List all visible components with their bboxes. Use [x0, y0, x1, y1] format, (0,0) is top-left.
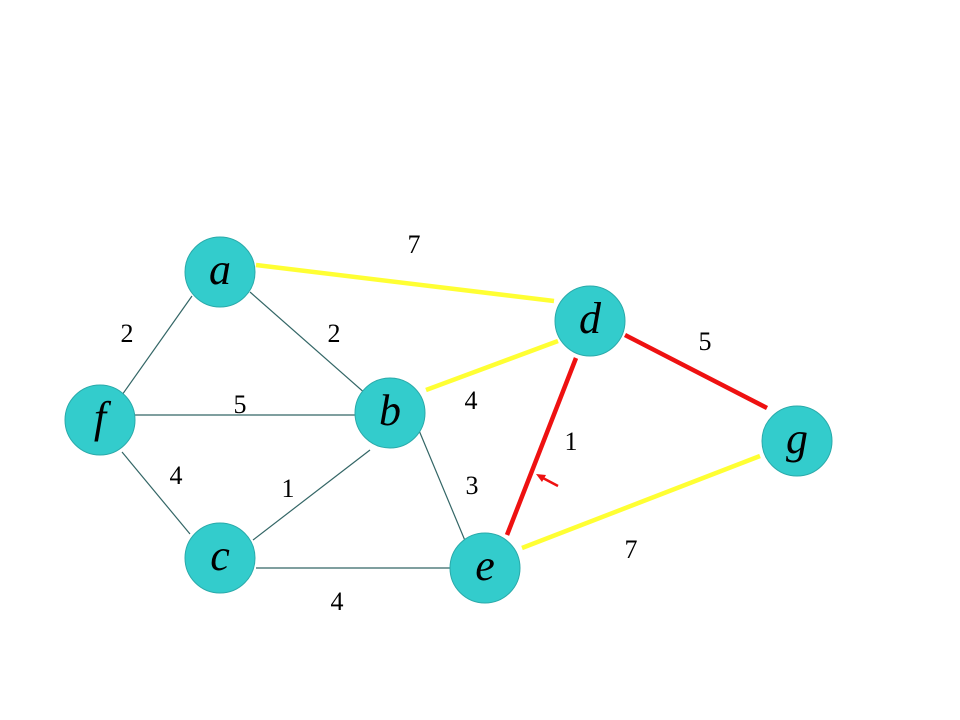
edge-a-f — [121, 295, 193, 396]
edge-b-e — [417, 427, 467, 544]
node-label-c: c — [210, 531, 230, 580]
node-f: f — [64, 384, 136, 456]
edge-weight-e-g: 7 — [625, 535, 638, 564]
node-d: d — [554, 285, 626, 357]
nodes-layer: a b c d e f g — [64, 236, 833, 604]
pointer-arrow — [536, 474, 559, 488]
node-circle-e — [449, 532, 521, 604]
node-label-b: b — [379, 386, 401, 435]
edge-a-d — [255, 262, 555, 304]
node-label-a: a — [209, 245, 231, 294]
edge-weight-c-b: 1 — [282, 474, 295, 503]
edge-weight-d-e: 1 — [565, 427, 578, 456]
edge-d-g — [623, 332, 769, 411]
edge-weight-f-b: 5 — [234, 390, 247, 419]
node-circle-d — [554, 285, 626, 357]
edge-weight-a-f: 2 — [121, 319, 134, 348]
edge-c-b — [252, 449, 371, 541]
edge-e-g — [521, 453, 761, 551]
node-label-d: d — [579, 294, 602, 343]
node-circle-f — [64, 384, 136, 456]
edge-b-d — [425, 338, 559, 393]
node-label-e: e — [475, 541, 495, 590]
node-label-g: g — [786, 414, 808, 463]
edge-weight-b-d: 4 — [465, 386, 478, 415]
edge-weights-layer: 2 2 5 4 1 4 3 7 4 7 5 1 — [121, 230, 712, 616]
node-g: g — [761, 405, 833, 477]
node-e: e — [449, 532, 521, 604]
edge-weight-a-d: 7 — [408, 230, 421, 259]
node-circle-a — [184, 236, 256, 308]
edge-weight-b-e: 3 — [466, 471, 479, 500]
edge-f-c — [121, 451, 191, 535]
node-b: b — [354, 377, 426, 449]
edge-weight-c-e: 4 — [331, 587, 344, 616]
edge-weight-a-b: 2 — [328, 319, 341, 348]
node-circle-b — [354, 377, 426, 449]
edge-d-e — [504, 357, 579, 536]
node-circle-g — [761, 405, 833, 477]
edge-a-b — [249, 291, 376, 403]
node-circle-c — [184, 522, 256, 594]
node-a: a — [184, 236, 256, 308]
edge-weight-d-g: 5 — [699, 327, 712, 356]
edges-layer — [121, 262, 769, 569]
edge-weight-f-c: 4 — [170, 461, 183, 490]
node-c: c — [184, 522, 256, 594]
pointer-arrow-head — [536, 474, 546, 482]
